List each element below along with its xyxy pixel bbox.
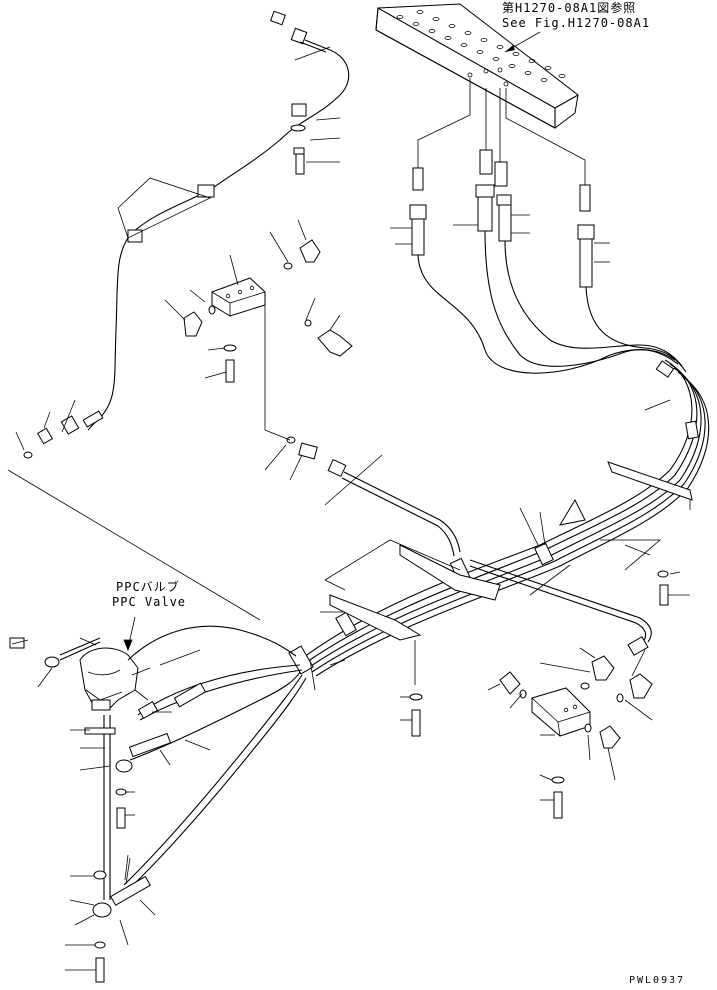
ppc-valve xyxy=(9,637,139,711)
left-pilot-line xyxy=(87,10,350,431)
manifold-fittings xyxy=(390,149,610,288)
ppc-lower-fittings xyxy=(84,715,172,983)
reference-label-ja: 第H1270-08A1図参照 xyxy=(502,1,637,15)
manifold-drop-lines xyxy=(417,78,586,185)
right-valve-block xyxy=(409,570,669,819)
leader-lines xyxy=(309,399,671,691)
valve-block-manifold xyxy=(375,3,579,129)
left-line-clamps xyxy=(23,103,307,459)
ppc-valve-label-ja: PPCバルブ xyxy=(116,580,180,594)
ppc-valve-label-en: PPC Valve xyxy=(112,595,187,609)
left-leaders xyxy=(7,46,341,621)
bundle-clamps xyxy=(329,461,693,685)
middle-leaders xyxy=(164,219,383,506)
manifold-hoses xyxy=(417,230,687,374)
reference-label-en: See Fig.H1270-08A1 xyxy=(502,16,651,30)
ppc-leaders xyxy=(11,616,211,971)
ppc-hoses xyxy=(123,625,307,891)
right-leaders xyxy=(400,571,690,801)
right-tube xyxy=(469,559,652,656)
middle-valve-block xyxy=(183,239,353,460)
main-hose-bundle xyxy=(288,359,710,677)
drawing-code: PWL0937 xyxy=(629,975,686,986)
cross-tube xyxy=(327,458,461,557)
